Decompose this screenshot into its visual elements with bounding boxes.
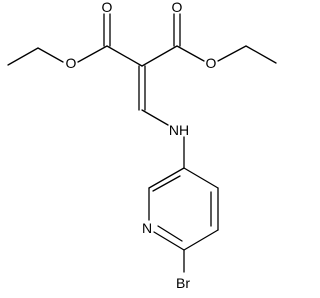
- bond-ring-c5-c6: [148, 167, 185, 189]
- bond-ring-n-c2-inner: [157, 225, 183, 242]
- bond-ring-c5-c6-inner: [152, 175, 181, 192]
- bond-left-carbonyl-central: [106, 45, 143, 67]
- bond-ring-c4-c5: [183, 167, 219, 189]
- bond-lines: [7, 13, 277, 273]
- atom-ester-o-left: O: [66, 55, 77, 71]
- bond-right-o-ch2: [217, 45, 247, 62]
- bond-left-o-carbonyl: [77, 45, 108, 63]
- bond-ch-nh: [141, 109, 169, 126]
- bond-right-carbonyl-o: [176, 45, 205, 62]
- atom-ester-o-right: O: [206, 55, 217, 71]
- atom-carbonyl-o-left: O: [102, 0, 113, 15]
- atom-bromine: Br: [176, 275, 190, 291]
- bond-central-right-carbonyl: [141, 45, 178, 67]
- bond-ring-n-c2: [153, 231, 185, 251]
- atom-carbonyl-o-right: O: [172, 0, 183, 15]
- atom-amine: NH: [169, 122, 189, 138]
- structural-formula: O O O O NH N Br: [7, 0, 277, 291]
- bond-left-ch2-o: [37, 47, 64, 63]
- bond-ring-c2-c3: [183, 229, 219, 251]
- atom-labels: O O O O NH N Br: [66, 0, 217, 291]
- atom-pyridine-n: N: [142, 220, 152, 236]
- bond-left-ch3-ch2: [7, 47, 39, 66]
- bond-right-ch2-ch3: [245, 45, 277, 64]
